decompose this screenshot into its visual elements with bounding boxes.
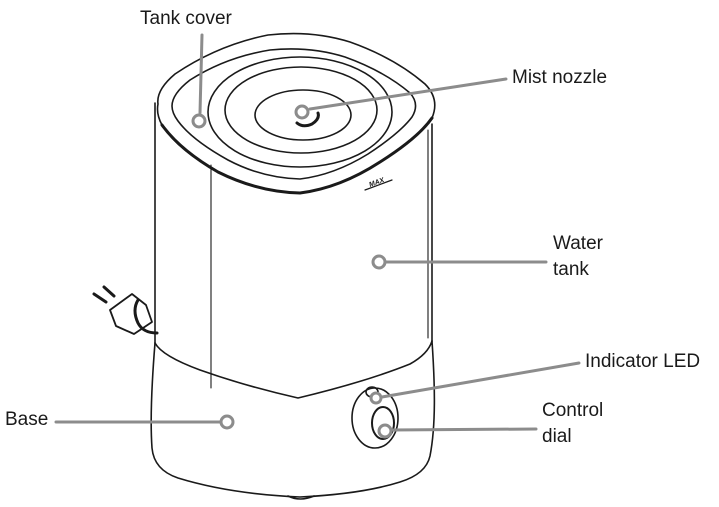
leader-markers [191, 104, 393, 439]
control-dial-knob [371, 406, 395, 440]
tank-cover-inner-rim [171, 48, 417, 180]
leader-mist-nozzle [308, 77, 508, 111]
max-mark-line [364, 179, 393, 191]
marker-water-tank [371, 254, 387, 270]
label-water-tank-line2: tank [553, 259, 589, 280]
marker-base [219, 414, 235, 430]
label-indicator-led: Indicator LED [585, 351, 701, 372]
base-foot [287, 495, 315, 500]
label-water-tank-line1: Water [553, 233, 603, 254]
label-control-dial: Control dial [542, 398, 603, 450]
base-seam [154, 340, 433, 399]
nozzle-middle-ring [224, 66, 378, 154]
label-tank-cover: Tank cover [140, 8, 232, 29]
base-body [150, 340, 436, 498]
marker-control-dial [377, 423, 393, 439]
label-mist-nozzle: Mist nozzle [512, 67, 608, 88]
marker-tank-cover [191, 113, 207, 129]
leader-indicator-led [380, 361, 581, 399]
label-control-dial-line2: dial [542, 426, 572, 447]
power-plug-pins [92, 285, 116, 304]
leader-tank-cover [198, 33, 204, 115]
label-water-tank: Water tank [553, 231, 603, 283]
tank-cover-lip [160, 116, 434, 195]
marker-mist-nozzle [294, 104, 310, 120]
power-plug-body [109, 293, 153, 335]
label-control-dial-line1: Control [542, 400, 604, 421]
power-cord [133, 298, 159, 335]
nozzle-slot [295, 111, 320, 128]
nozzle-inner-ring [254, 89, 352, 141]
humidifier-illustration [92, 32, 436, 500]
marker-indicator-led [369, 391, 383, 405]
label-base: Base [5, 409, 49, 430]
max-mark: MAX [368, 177, 386, 189]
nozzle-outer-ring [207, 56, 393, 168]
water-tank-body [154, 102, 433, 344]
leader-lines [54, 33, 581, 432]
leader-control-dial [389, 427, 538, 432]
